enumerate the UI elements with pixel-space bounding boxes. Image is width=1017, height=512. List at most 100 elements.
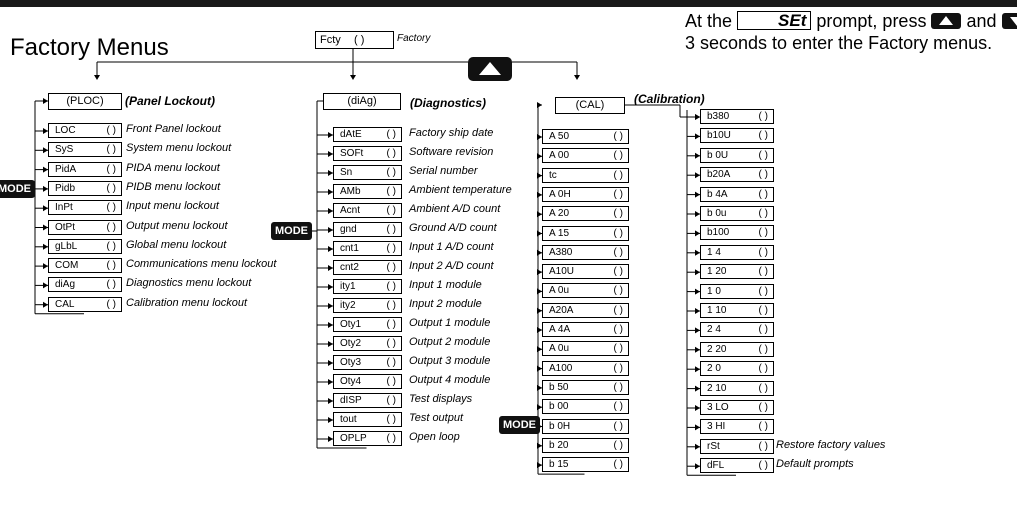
ploc-item-param: ( ) (106, 279, 116, 291)
diag-item-desc: Output 2 module (409, 336, 491, 348)
ploc-item: OtPt( ) (48, 219, 122, 235)
diag-item-param: ( ) (386, 262, 396, 273)
cal-title: (Calibration) (634, 92, 705, 106)
cal2-item: 1 0( ) (700, 283, 774, 299)
diag-item-param: ( ) (386, 319, 396, 330)
cal1-item-param: ( ) (613, 131, 623, 142)
diag-header: (diAg) (323, 93, 401, 110)
cal1-item: b 00( ) (542, 399, 629, 415)
ploc-item-code: LOC (55, 125, 76, 136)
note-text-and: and (966, 11, 997, 31)
cal2-item: 1 20( ) (700, 264, 774, 280)
cal1-item-code: A10U (549, 266, 575, 278)
ploc-item: COM ( ) (48, 258, 122, 274)
diag-item-code: AMb (340, 186, 361, 197)
diag-item: ity2( ) (333, 298, 402, 313)
cal2-item-code: 3 HI (707, 421, 726, 433)
cal2-item-code: b10U (707, 130, 731, 142)
cal2-item: b380( ) (700, 109, 774, 124)
diag-item-desc: Output 4 module (409, 374, 491, 386)
cal1-item-param: ( ) (613, 439, 623, 451)
diag-item-desc: Input 1 A/D count (409, 241, 494, 253)
diag-item: dISP ( ) (333, 393, 402, 408)
diag-item-desc: Ground A/D count (409, 222, 497, 234)
diag-item-code: dISP (340, 395, 362, 406)
diag-item-param: ( ) (386, 300, 396, 311)
diag-item-param: ( ) (386, 338, 396, 349)
diag-item-param: ( ) (386, 224, 396, 235)
ploc-item-param: ( ) (106, 163, 116, 175)
cal2-item-code: b20A (707, 169, 731, 181)
note-text-line2: 3 seconds to enter the Factory menus. (685, 33, 993, 53)
diag-item-desc: Open loop (409, 431, 460, 443)
cal2-item-code: dFL (707, 460, 725, 472)
ploc-item: CAL( ) (48, 296, 122, 312)
ploc-item: diAg( ) (48, 277, 122, 293)
cal2-item: 1 10( ) (700, 303, 774, 318)
set-prompt-display: SEt (737, 11, 812, 30)
diag-item-code: Oty3 (340, 357, 362, 368)
cal1-item: A 20( ) (542, 206, 629, 222)
cal1-item-param: ( ) (613, 285, 623, 297)
cal1-item: tc( ) (542, 167, 629, 183)
diag-item-desc: Test displays (409, 393, 473, 405)
cal2-item-code: b 0U (707, 149, 729, 161)
cal2-item: b20A ( ) (700, 167, 774, 183)
cal2-item-param: ( ) (758, 149, 768, 161)
ploc-item-param: ( ) (106, 298, 116, 310)
cal2-item-param: ( ) (758, 169, 768, 181)
ploc-item-code: gLbL (55, 240, 78, 252)
ploc-item-param: ( ) (106, 260, 116, 272)
diag-item: AMb( ) (333, 184, 402, 199)
cal1-item-param: ( ) (613, 381, 623, 393)
up-arrow-key-icon (468, 57, 512, 81)
cal1-item-code: b 50 (549, 381, 569, 393)
cal2-item-code: 3 LO (707, 402, 729, 413)
ploc-item: InPt( ) (48, 200, 122, 216)
ploc-item-desc: Global menu lockout (126, 238, 227, 251)
diag-item: Acnt( ) (333, 203, 402, 218)
cal1-item: A 50( ) (542, 129, 629, 144)
ploc-item-desc: Input menu lockout (126, 200, 219, 213)
diag-item-desc: Output 1 module (409, 317, 491, 329)
ploc-item-code: Pidb (55, 182, 76, 194)
diag-item: Oty3( ) (333, 355, 402, 370)
ploc-item: Pidb( ) (48, 180, 122, 196)
diag-title: (Diagnostics) (410, 96, 487, 110)
cal1-item-code: A 4A (549, 324, 571, 335)
cal1-item: A 0u( ) (542, 283, 629, 299)
cal1-item-code: A 0H (549, 188, 571, 200)
cal2-item-param: ( ) (758, 440, 768, 452)
ploc-item-param: ( ) (106, 240, 116, 252)
cal2-item-param: ( ) (758, 343, 768, 355)
factory-param: ( ) (354, 34, 365, 46)
diag-item-code: ity1 (340, 281, 356, 292)
diag-item: Sn( ) (333, 165, 402, 180)
ploc-title: (Panel Lockout) (125, 94, 216, 108)
cal1-item-code: A100 (549, 362, 573, 374)
cal-header: (CAL) (555, 97, 625, 114)
cal1-item-param: ( ) (613, 304, 623, 316)
cal2-item-param: ( ) (758, 227, 768, 239)
ploc-item-desc: Output menu lockout (126, 219, 228, 232)
diag-item-param: ( ) (386, 433, 396, 444)
factory-menu-box: Fcty ( ) (315, 31, 394, 49)
ploc-item-code: COM (55, 260, 79, 272)
cal1-item-param: ( ) (613, 208, 623, 220)
cal2-item-code: b100 (707, 227, 730, 239)
cal1-item: A20A( ) (542, 302, 629, 318)
down-key-icon (1001, 13, 1017, 29)
diag-item-param: ( ) (386, 395, 396, 406)
diag-item-param: ( ) (386, 167, 396, 178)
cal2-item-param: ( ) (758, 246, 768, 258)
diag-item-code: cnt2 (340, 262, 359, 273)
note-text-b: prompt, press (816, 11, 927, 31)
cal1-item: A380( ) (542, 244, 629, 260)
factory-label: Factory (397, 33, 431, 44)
cal1-item: A 00( ) (542, 148, 629, 164)
cal2-item: b100 ( ) (700, 225, 774, 241)
cal2-item-code: 2 20 (707, 343, 727, 355)
cal1-item: A100( ) (542, 360, 629, 376)
diag-item-code: Oty1 (340, 319, 362, 330)
